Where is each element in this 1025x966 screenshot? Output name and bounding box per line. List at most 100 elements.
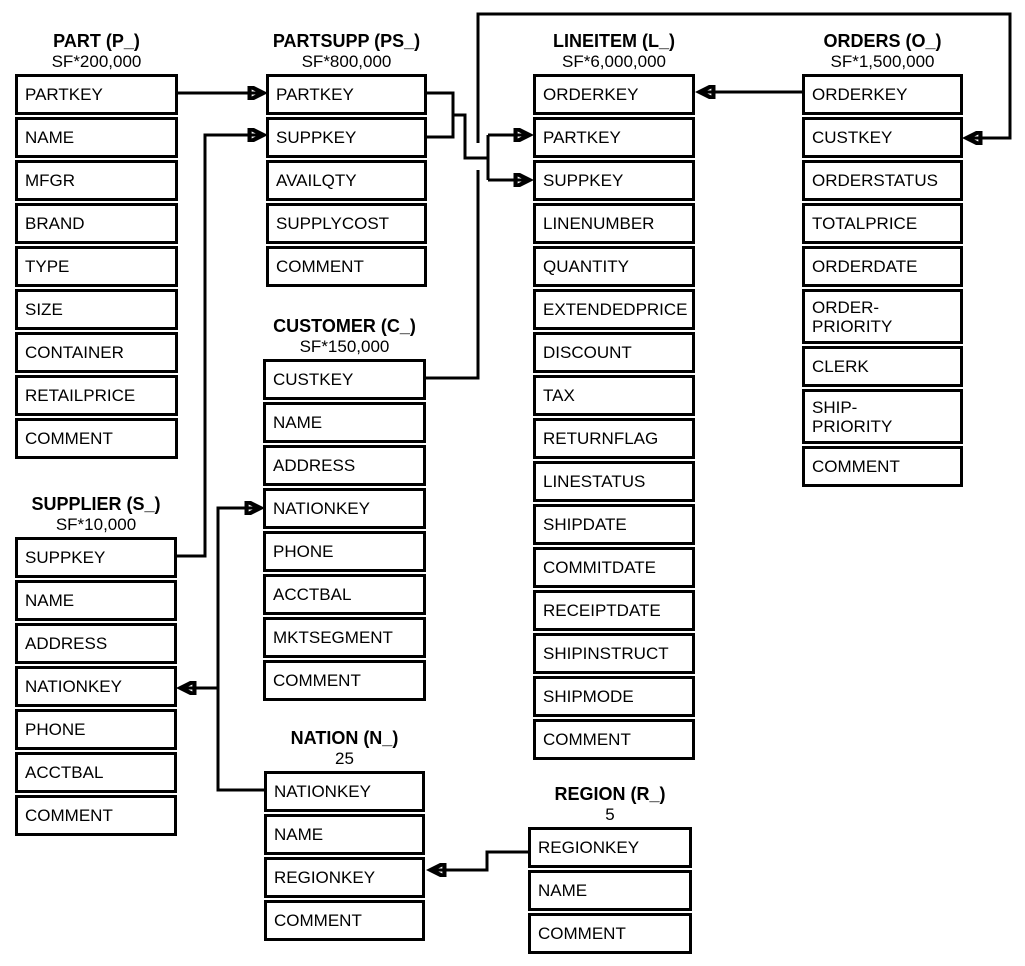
column-cell: RECEIPTDATE	[533, 590, 695, 631]
column-cell: COMMENT	[528, 913, 692, 954]
column-cell: ADDRESS	[15, 623, 177, 664]
column-cell: LINENUMBER	[533, 203, 695, 244]
column-cell: SHIPDATE	[533, 504, 695, 545]
column-cell: DISCOUNT	[533, 332, 695, 373]
column-cell: SHIPMODE	[533, 676, 695, 717]
connector-region-nation	[432, 850, 528, 870]
column-cell: COMMITDATE	[533, 547, 695, 588]
column-cell: NAME	[528, 870, 692, 911]
column-cell: ORDERDATE	[802, 246, 963, 287]
table-part-cardinality: SF*200,000	[51, 52, 142, 71]
column-cell: NATIONKEY	[263, 488, 426, 529]
column-cell: REGIONKEY	[264, 857, 425, 898]
column-cell: SUPPKEY	[533, 160, 695, 201]
column-cell: PARTKEY	[15, 74, 178, 115]
table-part-title: PART (P_)	[53, 31, 140, 51]
column-cell: ACCTBAL	[15, 752, 177, 793]
column-cell: TYPE	[15, 246, 178, 287]
column-cell: CONTAINER	[15, 332, 178, 373]
table-customer-title: CUSTOMER (C_)	[273, 316, 416, 336]
column-cell: MFGR	[15, 160, 178, 201]
table-customer-header: CUSTOMER (C_) SF*150,000	[263, 315, 426, 359]
column-cell: AVAILQTY	[266, 160, 427, 201]
column-cell: ORDER- PRIORITY	[802, 289, 963, 344]
connector-nation-customer	[216, 508, 264, 792]
column-cell: NAME	[264, 814, 425, 855]
column-cell: COMMENT	[266, 246, 427, 287]
table-orders-header: ORDERS (O_) SF*1,500,000	[802, 30, 963, 74]
table-partsupp-cardinality: SF*800,000	[301, 52, 392, 71]
column-cell: COMMENT	[15, 418, 178, 459]
table-lineitem-cardinality: SF*6,000,000	[562, 52, 666, 71]
column-cell: RETURNFLAG	[533, 418, 695, 459]
column-cell: RETAILPRICE	[15, 375, 178, 416]
column-cell: PARTKEY	[266, 74, 427, 115]
column-cell: ORDERKEY	[533, 74, 695, 115]
connector-partsupp-lineitem-trunk	[453, 113, 490, 180]
column-cell: ORDERSTATUS	[802, 160, 963, 201]
column-cell: MKTSEGMENT	[263, 617, 426, 658]
column-cell: PARTKEY	[533, 117, 695, 158]
column-cell: SUPPLYCOST	[266, 203, 427, 244]
column-cell: NAME	[15, 117, 178, 158]
table-customer-cardinality: SF*150,000	[299, 337, 390, 356]
column-cell: CUSTKEY	[263, 359, 426, 400]
table-region-cardinality: 5	[605, 805, 615, 824]
table-supplier-header: SUPPLIER (S_) SF*10,000	[15, 493, 177, 537]
column-cell: QUANTITY	[533, 246, 695, 287]
column-cell: PHONE	[263, 531, 426, 572]
column-cell: COMMENT	[802, 446, 963, 487]
column-cell: PHONE	[15, 709, 177, 750]
column-cell: NAME	[263, 402, 426, 443]
column-cell: SIZE	[15, 289, 178, 330]
table-region-title: REGION (R_)	[554, 784, 666, 804]
connector-supplier-partsupp	[177, 135, 262, 558]
column-cell: TOTALPRICE	[802, 203, 963, 244]
table-partsupp-title: PARTSUPP (PS_)	[272, 31, 421, 51]
column-cell: REGIONKEY	[528, 827, 692, 868]
table-orders-cardinality: SF*1,500,000	[830, 52, 935, 71]
connector-partsupp-bracket	[427, 91, 455, 139]
column-cell: NATIONKEY	[264, 771, 425, 812]
connector-customer-orders	[426, 12, 1012, 380]
column-cell: BRAND	[15, 203, 178, 244]
column-cell: SUPPKEY	[266, 117, 427, 158]
table-lineitem-header: LINEITEM (L_) SF*6,000,000	[533, 30, 695, 74]
table-part-header: PART (P_) SF*200,000	[15, 30, 178, 74]
table-nation-cardinality: 25	[335, 749, 354, 768]
table-nation-header: NATION (N_) 25	[264, 727, 425, 771]
table-region-header: REGION (R_) 5	[528, 783, 692, 827]
table-nation-title: NATION (N_)	[290, 728, 399, 748]
column-cell: SHIPINSTRUCT	[533, 633, 695, 674]
column-cell: ADDRESS	[263, 445, 426, 486]
column-cell: ORDERKEY	[802, 74, 963, 115]
column-cell: CUSTKEY	[802, 117, 963, 158]
column-cell: COMMENT	[263, 660, 426, 701]
table-supplier-cardinality: SF*10,000	[55, 515, 137, 534]
column-cell: ACCTBAL	[263, 574, 426, 615]
column-cell: COMMENT	[264, 900, 425, 941]
column-cell: COMMENT	[15, 795, 177, 836]
column-cell: CLERK	[802, 346, 963, 387]
column-cell: SUPPKEY	[15, 537, 177, 578]
column-cell: COMMENT	[533, 719, 695, 760]
table-partsupp-header: PARTSUPP (PS_) SF*800,000	[266, 30, 427, 74]
column-cell: LINESTATUS	[533, 461, 695, 502]
table-orders-title: ORDERS (O_)	[823, 31, 942, 51]
